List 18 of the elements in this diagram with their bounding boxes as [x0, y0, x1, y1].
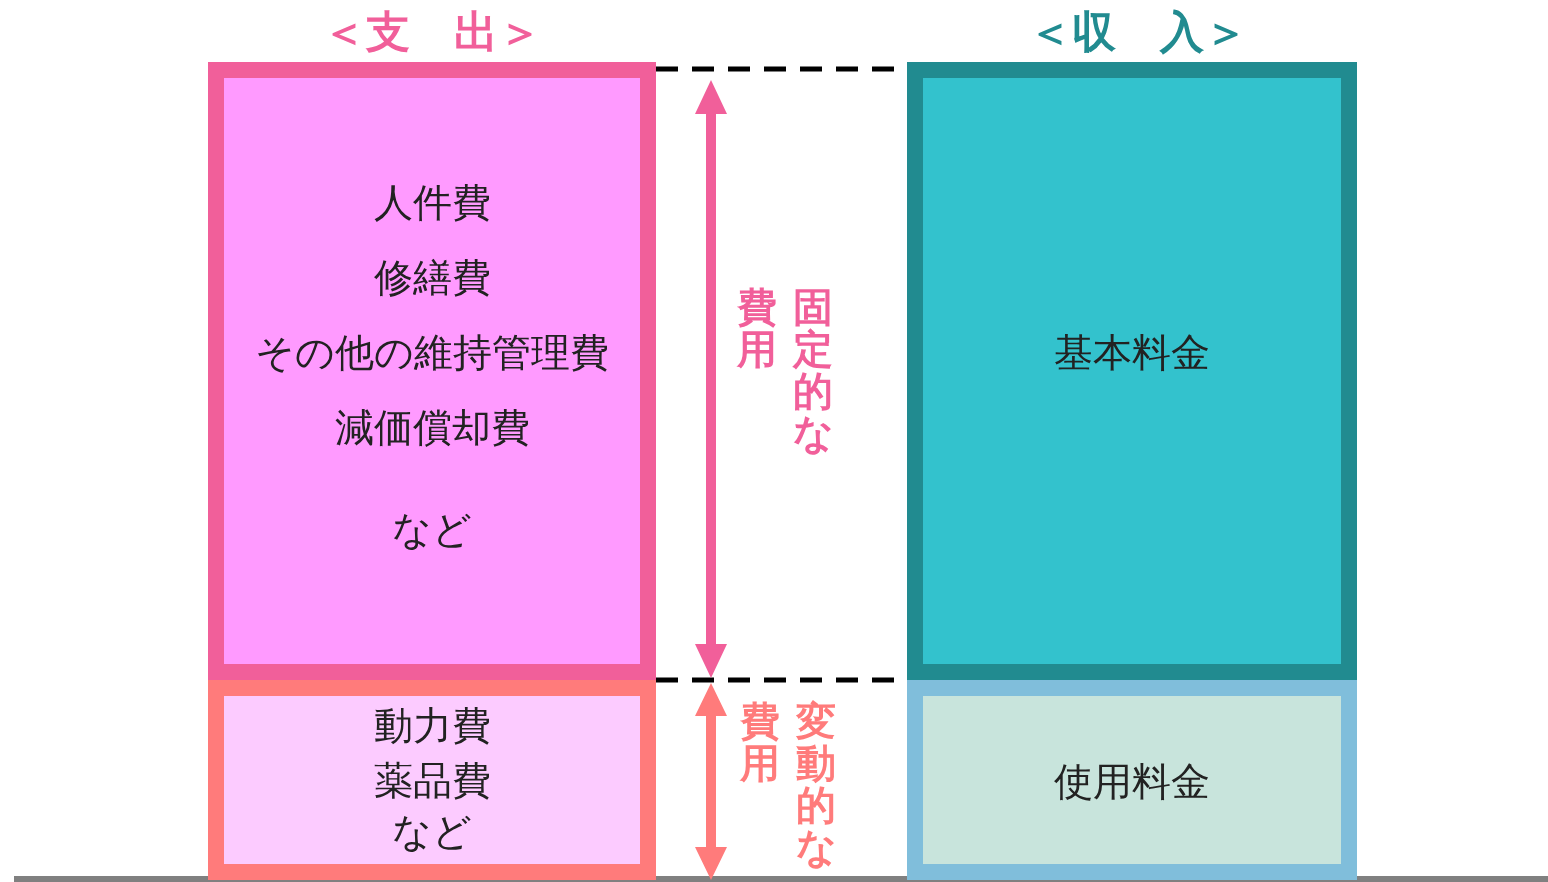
item-label: 人件費 — [372, 179, 492, 227]
item-label: など — [391, 808, 473, 856]
item-label: 減価償却費 — [333, 404, 531, 452]
vertical-label: 変動的な費用 — [739, 700, 838, 868]
item-label: 基本料金 — [1053, 329, 1211, 377]
item-label: 修繕費 — [372, 254, 492, 302]
cost-box — [907, 62, 1357, 680]
item-label: 動力費 — [372, 702, 492, 750]
column-heading: ＜収 入＞ — [1028, 6, 1248, 58]
column-heading: ＜支 出＞ — [322, 6, 542, 58]
cost-box — [208, 680, 656, 880]
cost-box — [907, 680, 1357, 880]
item-label: 薬品費 — [372, 757, 492, 805]
item-label: など — [391, 506, 473, 554]
vertical-label: 固定的な費用 — [736, 286, 835, 454]
item-label: その他の維持管理費 — [254, 329, 610, 377]
item-label: 使用料金 — [1053, 758, 1211, 806]
cost-box — [208, 62, 656, 680]
